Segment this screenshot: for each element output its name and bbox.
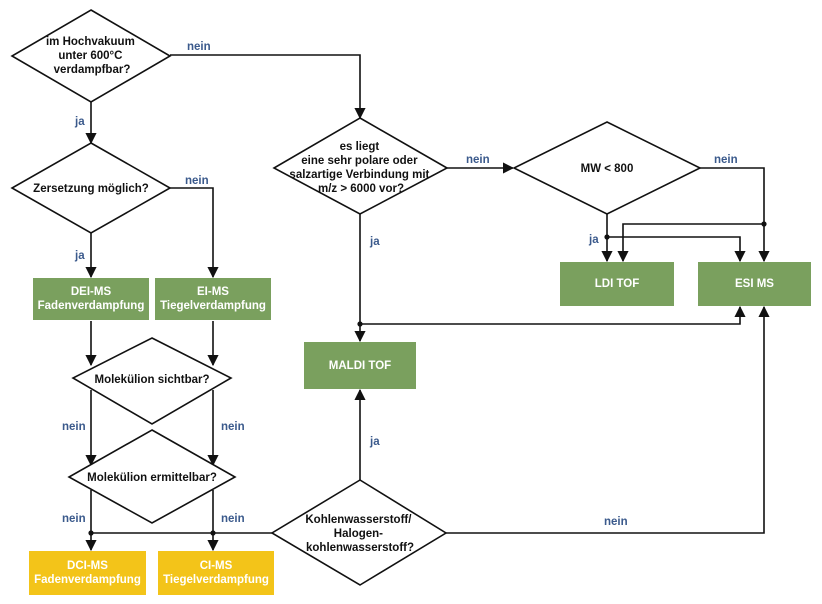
edge-label-nein-zersetzung: nein [185,175,209,187]
edge-label-ja-polar: ja [369,236,380,248]
decision-hochvakuum-text: im Hochvakuum unter 600°C verdampfbar? [46,36,138,76]
decision-molekuelion-sichtbar-text: Molekülion sichtbar? [94,374,209,386]
method-esi-ms: ESI MS [698,262,811,306]
decision-molekuelion-sichtbar [71,337,233,425]
edge-label-nein-ermittelbar-left: nein [62,513,86,525]
method-maldi-tof-label: MALDI TOF [328,359,392,372]
decision-molekuelion-ermittelbar [67,429,237,524]
edge-label-nein-sichtbar-left: nein [62,421,86,433]
method-esi-ms-label: ESI MS [735,278,774,290]
edge-label-ja-kohlenwasserstoff: ja [369,436,380,448]
decision-mw-text: MW < 800 [581,163,634,175]
method-maldi-tof: MALDI TOF [304,342,416,389]
decision-kohlenwasserstoff-text: Kohlenwasserstoff/ Halogen- kohlenwasser… [305,514,414,554]
edge-label-ja-mw: ja [588,234,599,246]
edge-label-ja-zersetzung: ja [74,250,85,262]
edge-label-nein-mw: nein [714,154,738,166]
method-ldi-tof-label: LDI TOF [594,278,640,290]
edge-label-nein-polar: nein [466,154,490,166]
method-ei-ms-label: EI-MS Tiegelverdampfung [160,286,266,312]
decision-mw [512,121,702,215]
edge-label-nein-sichtbar-right: nein [221,421,245,433]
method-dci-ms-label: DCI-MS Fadenverdampfung [34,560,141,586]
decision-diamonds [10,9,702,586]
method-ei-ms: EI-MS Tiegelverdampfung [155,278,271,320]
edge-label-nein-hochvakuum: nein [187,41,211,53]
method-dei-ms: DEI-MS Fadenverdampfung [33,278,149,320]
method-ci-ms-label: CI-MS Tiegelverdampfung [163,560,269,586]
decision-zersetzung-text: Zersetzung möglich? [33,183,149,195]
decision-kohlenwasserstoff [270,479,448,586]
edge-label-nein-ermittelbar-right: nein [221,513,245,525]
method-dci-ms: DCI-MS Fadenverdampfung [29,551,146,595]
decision-hochvakuum [10,9,172,103]
method-ldi-tof: LDI TOF [560,262,674,306]
decision-polar [272,117,449,215]
connectors [85,54,770,552]
edge-label-nein-kohlenwasserstoff: nein [604,516,628,528]
method-ci-ms: CI-MS Tiegelverdampfung [158,551,274,595]
method-dei-ms-label: DEI-MS Fadenverdampfung [37,286,145,312]
decision-molekuelion-ermittelbar-text: Molekülion ermittelbar? [87,472,217,484]
edge-label-ja-hochvakuum: ja [74,116,85,128]
decision-zersetzung [10,142,172,234]
decision-polar-text: es liegt eine sehr polare oder salzartig… [289,141,432,195]
junction-dots [88,221,767,536]
